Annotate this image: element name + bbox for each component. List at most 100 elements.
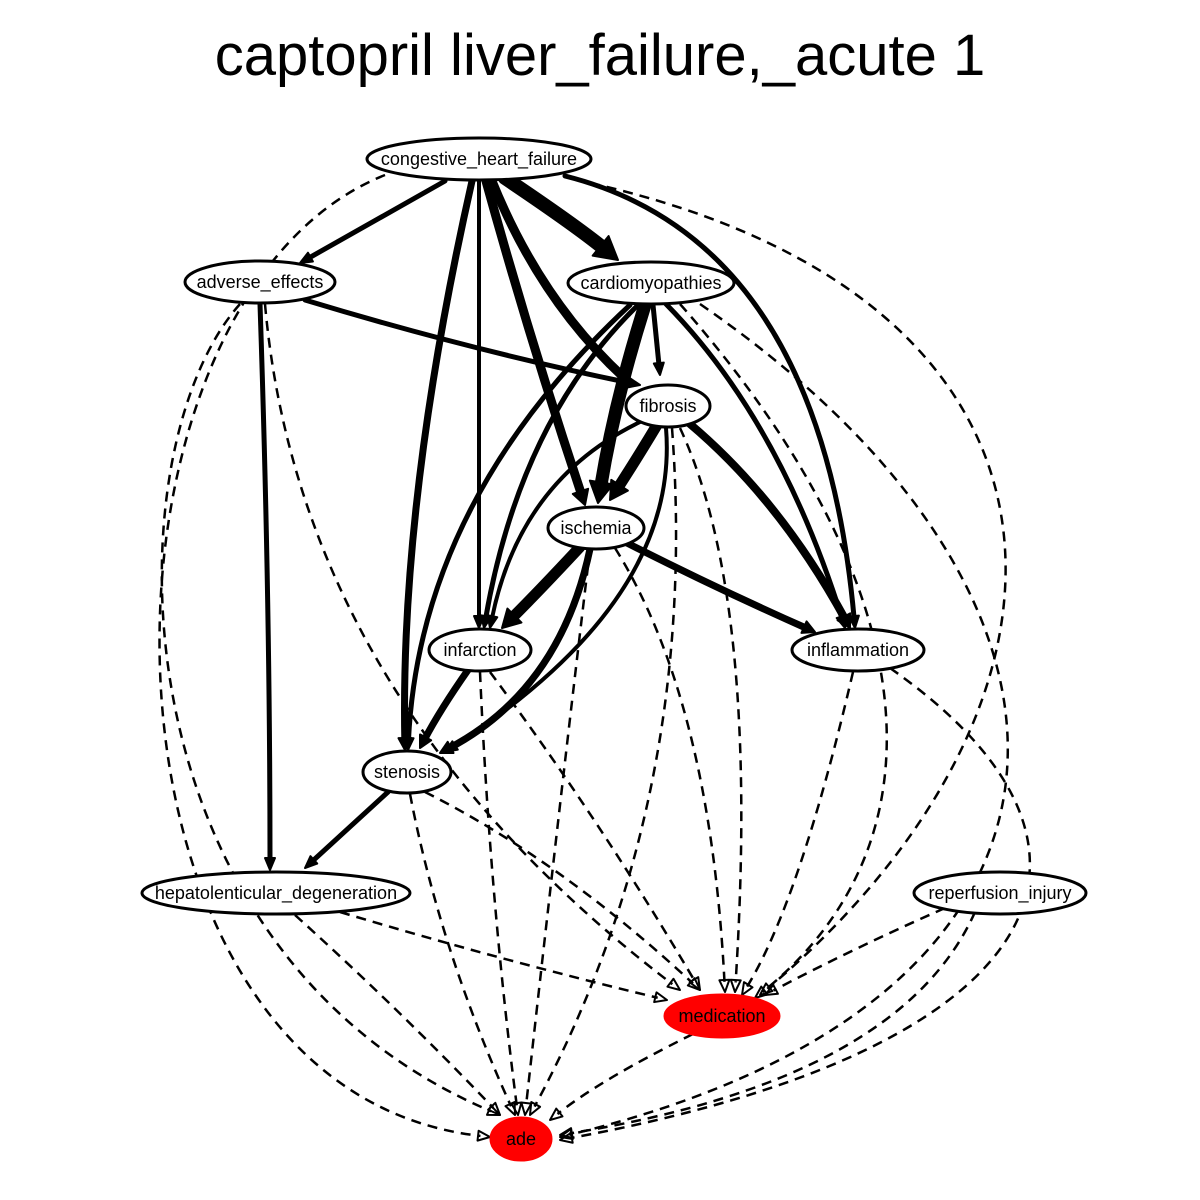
edge-congestive_heart_failure-to-adverse_effects	[299, 178, 448, 264]
edge-adverse_effects-to-medication	[263, 303, 681, 991]
edge-cardiomyopathies-to-medication	[679, 303, 888, 999]
edge-congestive_heart_failure-to-cardiomyopathies	[498, 171, 619, 261]
node-label: infarction	[443, 640, 516, 660]
node-shape	[489, 1116, 553, 1162]
arrowhead	[571, 487, 590, 506]
edge-line	[257, 301, 273, 863]
arrowhead	[741, 981, 754, 996]
edge-inflammation-to-medication	[741, 671, 855, 996]
edge-line	[424, 790, 694, 985]
edge-adverse_effects-to-ade	[160, 303, 501, 1116]
edge-line	[589, 181, 1007, 990]
arrowhead	[529, 1101, 542, 1116]
arrowhead	[609, 478, 629, 501]
arrowhead	[476, 1129, 491, 1142]
edge-line	[302, 297, 634, 386]
edge-line	[483, 302, 641, 622]
edge-reperfusion_injury-to-medication	[764, 906, 946, 996]
edge-medication-to-ade	[549, 1032, 694, 1121]
arrowhead	[729, 978, 742, 993]
arrowhead	[402, 736, 415, 751]
arrowhead	[559, 1127, 574, 1140]
edge-line	[408, 793, 513, 1107]
arrowhead	[504, 1101, 516, 1116]
edge-cardiomyopathies-to-stenosis	[402, 302, 633, 751]
graph-title: captopril liver_failure,_acute 1	[214, 23, 986, 88]
arrowhead	[652, 361, 665, 376]
edge-line	[309, 789, 391, 865]
edge-congestive_heart_failure-to-inflammation	[562, 173, 860, 629]
node-label: congestive_heart_failure	[381, 149, 577, 170]
arrowhead	[591, 235, 619, 261]
edges-layer	[158, 171, 1032, 1144]
edge-congestive_heart_failure-to-ischemia	[481, 176, 590, 506]
node-label: fibrosis	[639, 396, 696, 416]
arrowhead	[264, 857, 276, 871]
node-label: cardiomyopathies	[580, 273, 721, 293]
arrowhead	[304, 855, 319, 869]
edge-infarction-to-stenosis	[419, 666, 472, 749]
arrowhead	[487, 1101, 501, 1116]
node-reperfusion_injury: reperfusion_injury	[912, 870, 1088, 916]
node-shape	[427, 627, 533, 673]
node-fibrosis: fibrosis	[624, 383, 712, 429]
edge-line	[613, 547, 726, 983]
edge-line	[478, 671, 518, 1106]
arrowhead	[299, 251, 314, 264]
node-infarction: infarction	[427, 627, 533, 673]
node-shape	[790, 627, 926, 673]
edge-reperfusion_injury-to-ade	[559, 911, 977, 1140]
node-label: reperfusion_injury	[928, 883, 1071, 904]
edge-stenosis-to-medication	[424, 790, 701, 991]
edge-hepatolenticular_degeneration-to-medication	[339, 910, 668, 1004]
arrowhead	[847, 614, 860, 629]
arrowhead	[800, 620, 816, 634]
edge-fibrosis-to-ade	[529, 427, 678, 1116]
edge-line	[678, 427, 743, 983]
node-medication: medication	[663, 993, 781, 1039]
edge-line	[562, 173, 857, 621]
arrowhead	[718, 978, 731, 993]
arrowhead	[419, 733, 433, 749]
edge-ischemia-to-medication	[613, 547, 731, 993]
node-label: stenosis	[374, 762, 440, 782]
edge-cardiomyopathies-to-fibrosis	[650, 302, 665, 376]
edge-line	[160, 303, 492, 1113]
arrowhead	[764, 983, 779, 996]
edge-line	[569, 666, 1032, 1140]
edge-line	[621, 538, 810, 632]
edge-stenosis-to-ade	[408, 793, 516, 1116]
edge-line	[533, 427, 678, 1108]
edge-line	[339, 910, 658, 999]
edge-cardiomyopathies-to-ischemia	[588, 298, 652, 504]
edge-line	[481, 176, 586, 499]
node-ischemia: ischemia	[546, 505, 646, 551]
edge-ischemia-to-inflammation	[621, 538, 816, 634]
edge-line	[451, 426, 669, 749]
arrowhead	[666, 977, 681, 991]
node-shape	[546, 505, 646, 551]
edge-line	[506, 541, 586, 624]
node-shape	[140, 870, 412, 916]
node-label: adverse_effects	[197, 272, 324, 293]
edge-line	[294, 914, 495, 1109]
node-congestive_heart_failure: congestive_heart_failure	[365, 136, 593, 182]
edge-line	[772, 906, 946, 992]
edge-line	[401, 177, 476, 744]
edge-fibrosis-to-infarction	[486, 420, 642, 629]
node-shape	[361, 749, 453, 795]
edge-line	[489, 420, 642, 621]
node-shape	[663, 993, 781, 1039]
edge-line	[556, 1032, 694, 1115]
edge-line	[420, 666, 472, 744]
arrowhead	[486, 614, 499, 629]
arrowhead	[439, 740, 455, 754]
edge-infarction-to-medication	[488, 671, 701, 991]
arrowhead	[653, 991, 668, 1004]
node-inflammation: inflammation	[790, 627, 926, 673]
edge-line	[745, 671, 855, 988]
node-cardiomyopathies: cardiomyopathies	[566, 260, 736, 306]
edge-line	[612, 419, 663, 494]
node-label: hepatolenticular_degeneration	[155, 883, 397, 904]
node-ade: ade	[489, 1116, 553, 1162]
